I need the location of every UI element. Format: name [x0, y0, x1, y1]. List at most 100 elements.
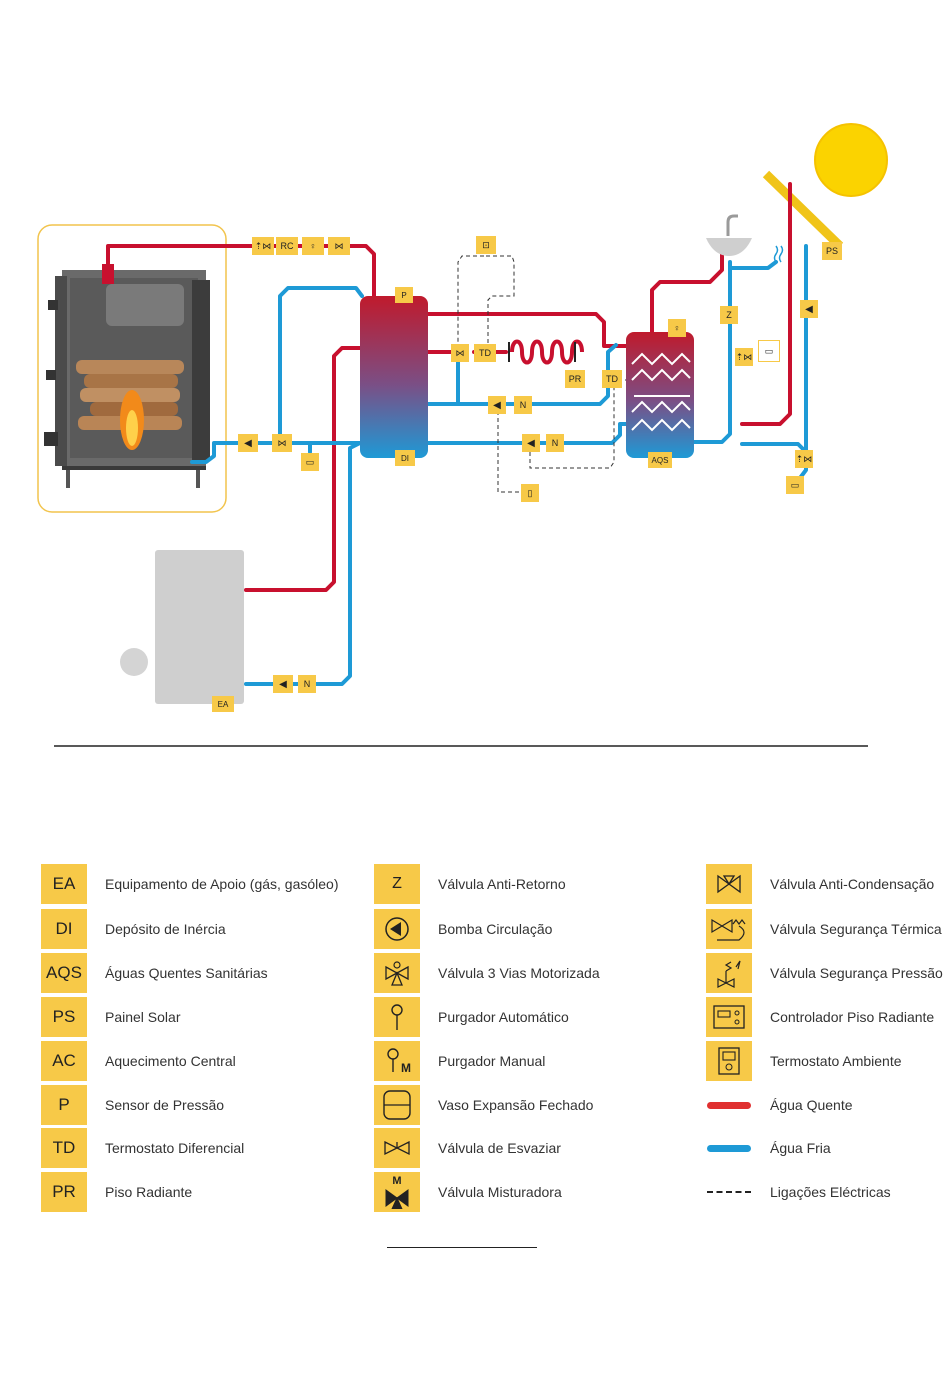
- legend-row: Válvula de Esvaziar: [374, 1128, 561, 1168]
- floor-controller-tag: ⊡: [476, 236, 496, 254]
- pump-tag-2: ◀: [522, 434, 540, 452]
- pr-tag: PR: [565, 370, 585, 388]
- legend-label: Purgador Manual: [438, 1053, 546, 1069]
- buffer-tank: [360, 296, 428, 458]
- cold-water-line-icon: [706, 1128, 752, 1168]
- legend-label: Água Quente: [770, 1097, 853, 1113]
- auto-purge-icon: [374, 997, 420, 1037]
- thermal-safety-valve-icon: [706, 909, 752, 949]
- legend-row: PS Painel Solar: [41, 997, 181, 1037]
- legend-row: Bomba Circulação: [374, 909, 552, 949]
- legend-code: EA: [41, 864, 87, 904]
- legend-row: Válvula 3 Vias Motorizada: [374, 953, 600, 993]
- legend-label: Bomba Circulação: [438, 921, 553, 937]
- legend-label: Válvula Segurança Térmica: [770, 921, 942, 937]
- legend-label: Válvula 3 Vias Motorizada: [438, 965, 600, 981]
- pump-tag-1: ◀: [488, 396, 506, 414]
- legend-row: Termostato Ambiente: [706, 1041, 902, 1081]
- dhw-tank: [626, 332, 694, 458]
- td2-tag: TD: [602, 370, 622, 388]
- pressure-safety-tag-3: ⇡⋈: [795, 450, 813, 468]
- floor-controller-icon: [706, 997, 752, 1037]
- legend-row: DI Depósito de Inércia: [41, 909, 226, 949]
- legend-label: Termostato Ambiente: [770, 1053, 902, 1069]
- floor-radiant-coil: [510, 339, 584, 365]
- n2-tag: N: [546, 434, 564, 452]
- footer-separator: [387, 1247, 537, 1248]
- legend-code: TD: [41, 1128, 87, 1168]
- expansion-vessel-icon: [374, 1085, 420, 1125]
- td1-tag: TD: [474, 344, 496, 362]
- anti-condensation-valve-icon: [706, 864, 752, 904]
- legend-row: PR Piso Radiante: [41, 1172, 192, 1212]
- legend-label: Purgador Automático: [438, 1009, 569, 1025]
- legend-label: Piso Radiante: [105, 1184, 193, 1200]
- electrical-wires: [457, 255, 626, 493]
- manual-purge-icon: M: [374, 1041, 420, 1081]
- n1-tag: N: [514, 396, 532, 414]
- legend-label: Sensor de Pressão: [105, 1097, 225, 1113]
- legend-label: Equipamento de Apoio (gás, gasóleo): [105, 876, 339, 892]
- drain-valve-tag: ⋈: [328, 237, 350, 255]
- legend-label: Aquecimento Central: [105, 1053, 236, 1069]
- legend-label: Vaso Expansão Fechado: [438, 1097, 594, 1113]
- three-way-valve-icon: [374, 953, 420, 993]
- legend-row: TD Termostato Diferencial: [41, 1128, 244, 1168]
- steam-icon: [773, 245, 784, 263]
- legend-row: M Purgador Manual: [374, 1041, 545, 1081]
- ps-tag: PS: [822, 242, 842, 260]
- legend-row: AQS Águas Quentes Sanitárias: [41, 953, 268, 993]
- expansion-vessel-tag-3: ▭: [786, 476, 804, 494]
- legend-row: Ligações Eléctricas: [706, 1172, 891, 1212]
- legend-label: Válvula Anti-Condensação: [770, 876, 935, 892]
- pump-tag-3: ◀: [238, 434, 258, 452]
- legend-row: AC Aquecimento Central: [41, 1041, 236, 1081]
- pump-tag-4: ◀: [273, 675, 293, 693]
- room-thermostat-tag-1: ▯: [521, 484, 539, 502]
- drain-valve-icon: [374, 1128, 420, 1168]
- anti-condensation-tag: ⋈: [272, 434, 292, 452]
- mixing-valve-icon: M: [374, 1172, 420, 1212]
- legend-label: Controlador Piso Radiante: [770, 1009, 935, 1025]
- legend-row: P Sensor de Pressão: [41, 1085, 224, 1125]
- legend-code: P: [41, 1085, 87, 1125]
- pressure-safety-valve-icon: [706, 953, 752, 993]
- legend-row: Água Fria: [706, 1128, 831, 1168]
- legend-row: Vaso Expansão Fechado: [374, 1085, 593, 1125]
- legend-row: M Válvula Misturadora: [374, 1172, 562, 1212]
- pressure-safety-valve-tag: ⇡⋈: [252, 237, 274, 255]
- legend-label: Válvula Anti-Retorno: [438, 876, 566, 892]
- legend-code: DI: [41, 909, 87, 949]
- pressure-safety-tag-2: ⇡⋈: [735, 348, 753, 366]
- heating-schematic: [37, 123, 888, 747]
- expansion-vessel-tag-1: ▭: [301, 453, 319, 471]
- hot-water-line-icon: [706, 1085, 752, 1125]
- z-tag: Z: [720, 306, 738, 324]
- mixing-valve-m: M: [392, 1174, 402, 1187]
- sun-icon: [814, 123, 888, 197]
- electrical-line-icon: [706, 1172, 752, 1212]
- rc-tag: RC: [276, 237, 298, 255]
- legend-row: Água Quente: [706, 1085, 853, 1125]
- sink-icon: [706, 214, 752, 256]
- legend-row: Válvula Anti-Condensação: [706, 864, 934, 904]
- legend-label: Depósito de Inércia: [105, 921, 226, 937]
- pump-icon: [374, 909, 420, 949]
- legend-label: Painel Solar: [105, 1009, 181, 1025]
- cold-water-pipes: [190, 244, 808, 686]
- manual-purge-m: M: [401, 1061, 411, 1075]
- legend-code: AC: [41, 1041, 87, 1081]
- aqs-tag: AQS: [648, 452, 672, 468]
- legend-label: Termostato Diferencial: [105, 1140, 245, 1156]
- legend-row: Válvula Segurança Pressão: [706, 953, 943, 993]
- wood-boiler: [44, 264, 210, 488]
- auto-purge-tag: ♀: [668, 319, 686, 337]
- z-glyph: Z: [374, 864, 420, 904]
- boiler-outline: [37, 224, 227, 513]
- legend-code: AQS: [41, 953, 87, 993]
- legend-row: Z Válvula Anti-Retorno: [374, 864, 566, 904]
- expansion-vessel-tag-2: ▭: [758, 340, 780, 362]
- legend-label: Válvula Segurança Pressão: [770, 965, 943, 981]
- legend-row: Válvula Segurança Térmica: [706, 909, 942, 949]
- solar-panel: [762, 170, 844, 250]
